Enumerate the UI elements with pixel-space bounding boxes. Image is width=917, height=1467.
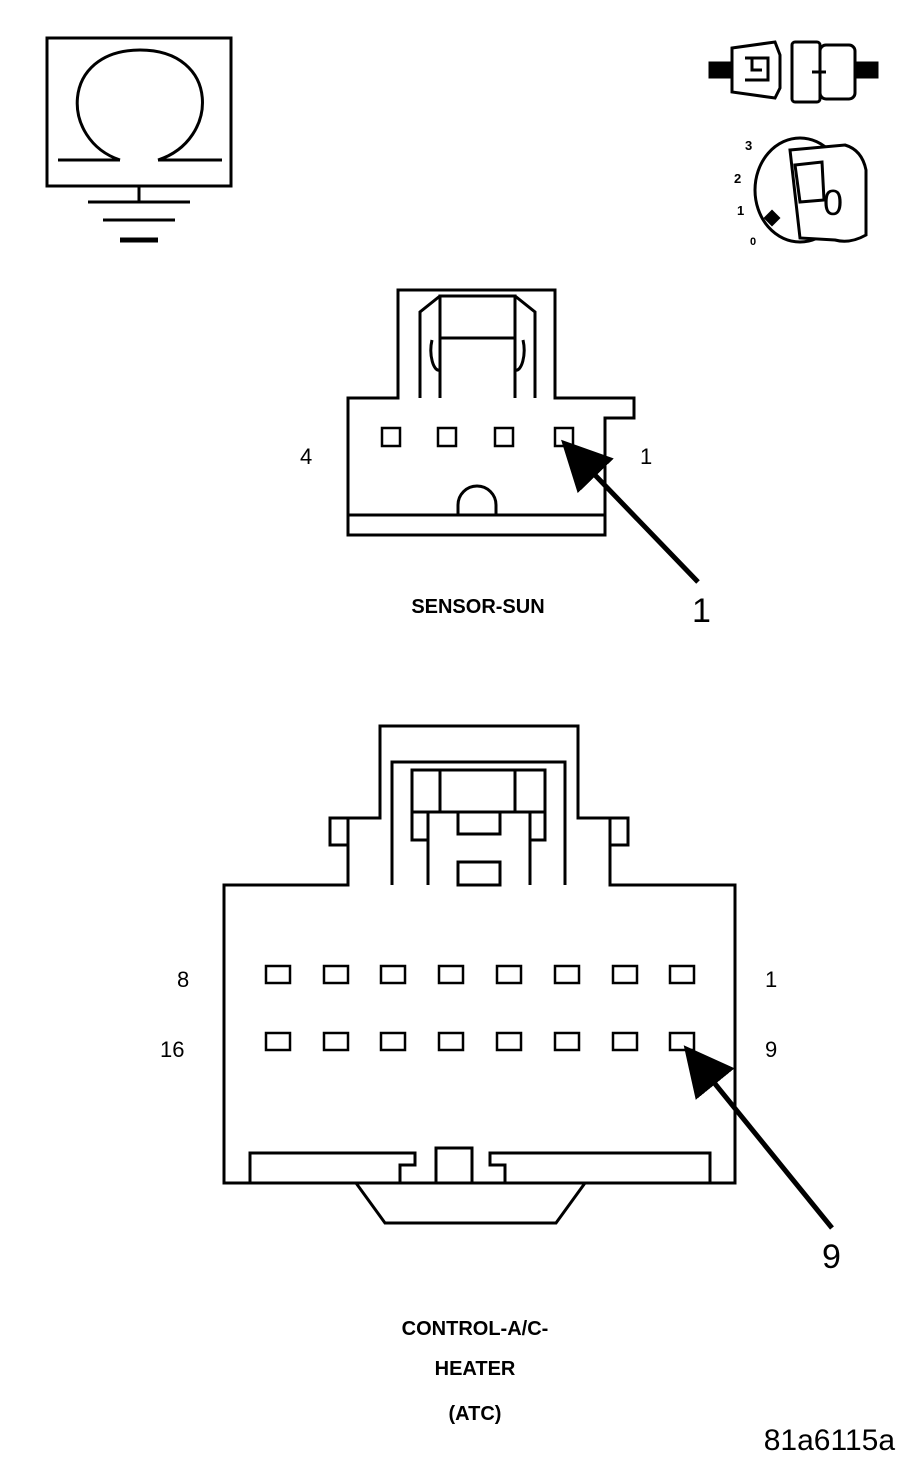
atc-pin-cavity [437, 964, 465, 985]
ignition-key-icon: 0 3 2 1 0 [734, 136, 868, 248]
atc-pin-cavity [553, 964, 581, 985]
atc-row2-left-label: 16 [160, 1037, 184, 1062]
sun-sensor-connector [346, 288, 636, 537]
atc-pin-cavity [379, 964, 407, 985]
atc-title-line-1: CONTROL-A/C- [402, 1318, 549, 1340]
atc-pin-cavity [553, 1031, 581, 1052]
atc-pin-cavity [264, 964, 292, 985]
atc-pin-cavity [322, 964, 350, 985]
sun-sensor-pin-left-label: 4 [300, 444, 312, 469]
atc-pin-cavity [322, 1031, 350, 1052]
sun-sensor-title: SENSOR-SUN [411, 596, 544, 618]
sun-sensor-pin-right-label: 1 [640, 444, 652, 469]
ignition-position-3: 3 [745, 138, 752, 153]
atc-pin-cavity [495, 1031, 523, 1052]
atc-pin-row-1 [264, 964, 696, 985]
atc-callout-arrow [683, 1045, 834, 1230]
atc-title-line-3: (ATC) [449, 1403, 502, 1425]
ignition-position-1: 1 [737, 203, 744, 218]
figure-id: 81a6115a [764, 1424, 896, 1457]
atc-pin-cavity [668, 1031, 696, 1052]
ohmmeter-ground-icon [45, 36, 233, 243]
atc-pin-row-2 [264, 1031, 696, 1052]
atc-pin-cavity [611, 1031, 639, 1052]
connector-disconnect-icon [708, 40, 879, 104]
atc-row2-right-label: 9 [765, 1037, 777, 1062]
sun-sensor-callout-arrow [561, 439, 700, 584]
atc-callout-number: 9 [822, 1238, 841, 1276]
atc-pin-cavity [264, 1031, 292, 1052]
atc-pin-cavity [379, 1031, 407, 1052]
ignition-position-2: 2 [734, 171, 741, 186]
ignition-position-0: 0 [750, 236, 756, 248]
atc-title-line-2: HEATER [435, 1358, 516, 1380]
atc-pin-cavity [611, 964, 639, 985]
ignition-key-glyph: 0 [823, 182, 843, 223]
atc-row1-left-label: 8 [177, 967, 189, 992]
atc-pin-cavity [668, 964, 696, 985]
atc-pin-cavity [437, 1031, 465, 1052]
atc-row1-right-label: 1 [765, 967, 777, 992]
atc-control-connector [222, 724, 737, 1225]
sun-sensor-callout-number: 1 [692, 592, 711, 630]
atc-pin-cavity [495, 964, 523, 985]
